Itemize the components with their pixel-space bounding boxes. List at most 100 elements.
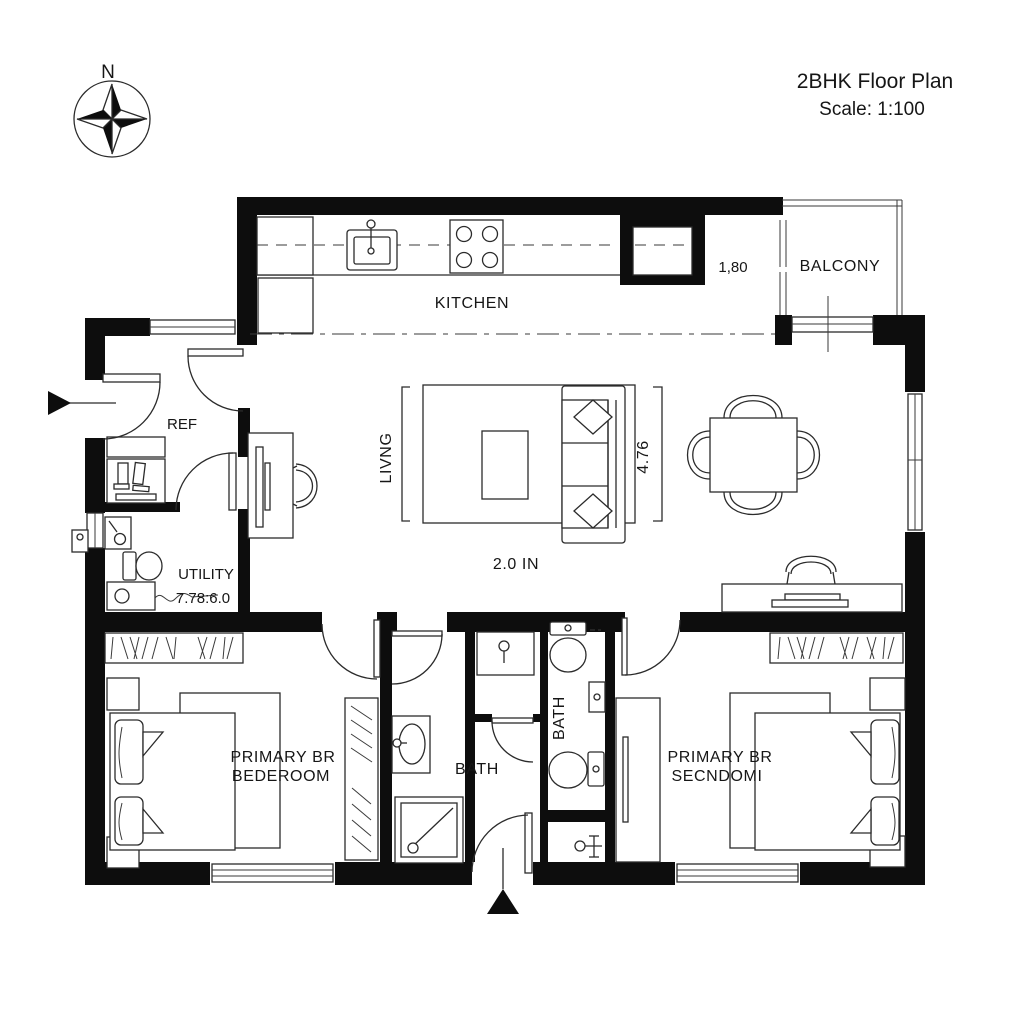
wall-segment — [85, 548, 105, 885]
closet — [615, 697, 661, 863]
entry-door — [102, 373, 161, 440]
wall-segment — [447, 612, 625, 632]
wall-segment — [102, 502, 180, 512]
bedroom-right-label-2: SECNDOMI — [671, 768, 762, 785]
title-block: 2BHK Floor Plan Scale: 1:100 — [797, 70, 953, 120]
plan-scale: Scale: 1:100 — [819, 99, 925, 120]
wall-segment — [533, 862, 675, 885]
dining-chair — [723, 491, 783, 515]
wall-segment — [540, 810, 615, 822]
dim-bracket-right — [653, 386, 663, 522]
blanket-fold — [849, 731, 872, 758]
toilet-icon — [122, 551, 163, 581]
utility: UTILITY 7.78:6.0 — [104, 516, 234, 611]
dining-chair — [723, 395, 783, 419]
wall-segment — [540, 632, 548, 862]
window-bedroom-right — [676, 863, 799, 883]
bath-main: BATH — [391, 631, 535, 864]
bath-main-label: BATH — [455, 761, 499, 778]
dining-chair — [796, 430, 820, 480]
sofa — [561, 385, 626, 544]
utility-door — [175, 452, 237, 511]
bath-main-door — [391, 630, 443, 685]
bed — [109, 692, 281, 851]
wall-segment — [465, 632, 475, 862]
wall-segment — [335, 862, 472, 885]
tap-icon — [574, 835, 602, 858]
study-chair — [292, 463, 318, 509]
console-chair — [785, 555, 837, 585]
utility-label: UTILITY — [178, 566, 234, 583]
dining-table — [709, 417, 798, 493]
lobby-vanity — [476, 631, 535, 676]
window-utility — [71, 512, 104, 553]
vanity-sink-icon — [391, 715, 431, 774]
bedroom-left: PRIMARY BR BEDEROOM — [104, 632, 379, 869]
balcony-label: BALCONY — [800, 258, 881, 275]
wall-shelf — [588, 681, 606, 713]
bedroom-right-door — [621, 617, 681, 676]
dining — [687, 395, 903, 613]
washer-icon — [106, 581, 219, 611]
utility-sink-icon — [104, 516, 132, 550]
window-bedroom-left — [211, 863, 334, 883]
bedroom-left-door — [321, 619, 381, 680]
wall-segment — [380, 632, 392, 862]
nightstand — [869, 677, 906, 711]
window-right — [907, 393, 923, 531]
bedroom-left-label-1: PRIMARY BR — [231, 749, 336, 766]
balcony: BALCONY 1,80 — [718, 199, 903, 352]
wall-segment — [85, 438, 105, 513]
living: LIVNG 2.0 IN 4.76 — [247, 384, 663, 573]
bath-exterior-door — [471, 812, 533, 874]
window-balcony — [791, 316, 874, 333]
bath-secondary: BATH — [548, 621, 606, 858]
fridge — [257, 277, 314, 334]
plan-title: 2BHK Floor Plan — [797, 70, 953, 93]
boot-icon — [117, 462, 129, 485]
wall-segment — [85, 318, 105, 380]
dim-bracket-left — [401, 386, 410, 522]
wardrobe — [104, 632, 244, 664]
compass-label: N — [101, 62, 115, 83]
bedroom-left-label-2: BEDEROOM — [232, 768, 330, 785]
balcony-opening-dim: 1,80 — [718, 259, 747, 276]
wall-segment — [377, 612, 397, 632]
blanket-fold — [849, 807, 872, 834]
wall-segment — [475, 714, 492, 722]
study-desk — [247, 432, 294, 539]
wall-segment — [238, 408, 250, 457]
doors — [102, 348, 681, 874]
shower — [394, 796, 464, 864]
shoe-cabinet — [106, 436, 166, 504]
stove-icon — [449, 219, 504, 274]
wall-segment — [237, 197, 257, 345]
wall-segment — [605, 632, 615, 862]
wardrobe-side — [344, 697, 379, 861]
counter-corner — [256, 216, 314, 276]
foyer: REF — [48, 391, 197, 504]
entry-arrow-icon — [48, 391, 71, 415]
wall-segment — [680, 612, 905, 632]
sink-icon — [346, 219, 398, 271]
wardrobe — [769, 632, 904, 664]
window-top-left — [149, 319, 236, 335]
wall-segment — [85, 612, 322, 632]
blanket-fold — [142, 731, 165, 758]
wall-segment — [238, 509, 250, 620]
console-desk — [721, 583, 903, 613]
sliding-door — [779, 220, 787, 315]
dining-chair — [687, 430, 711, 480]
living-label: LIVNG — [378, 432, 395, 483]
compass-icon: N — [73, 62, 151, 158]
sofa-pillow — [573, 399, 613, 435]
wall-segment — [85, 862, 210, 885]
foyer-kitchen-door — [187, 348, 244, 412]
wall-segment — [905, 532, 925, 885]
ref-label: REF — [167, 416, 197, 433]
wall-segment — [775, 315, 792, 345]
wall-segment — [237, 197, 783, 215]
entry-marker — [487, 848, 519, 914]
